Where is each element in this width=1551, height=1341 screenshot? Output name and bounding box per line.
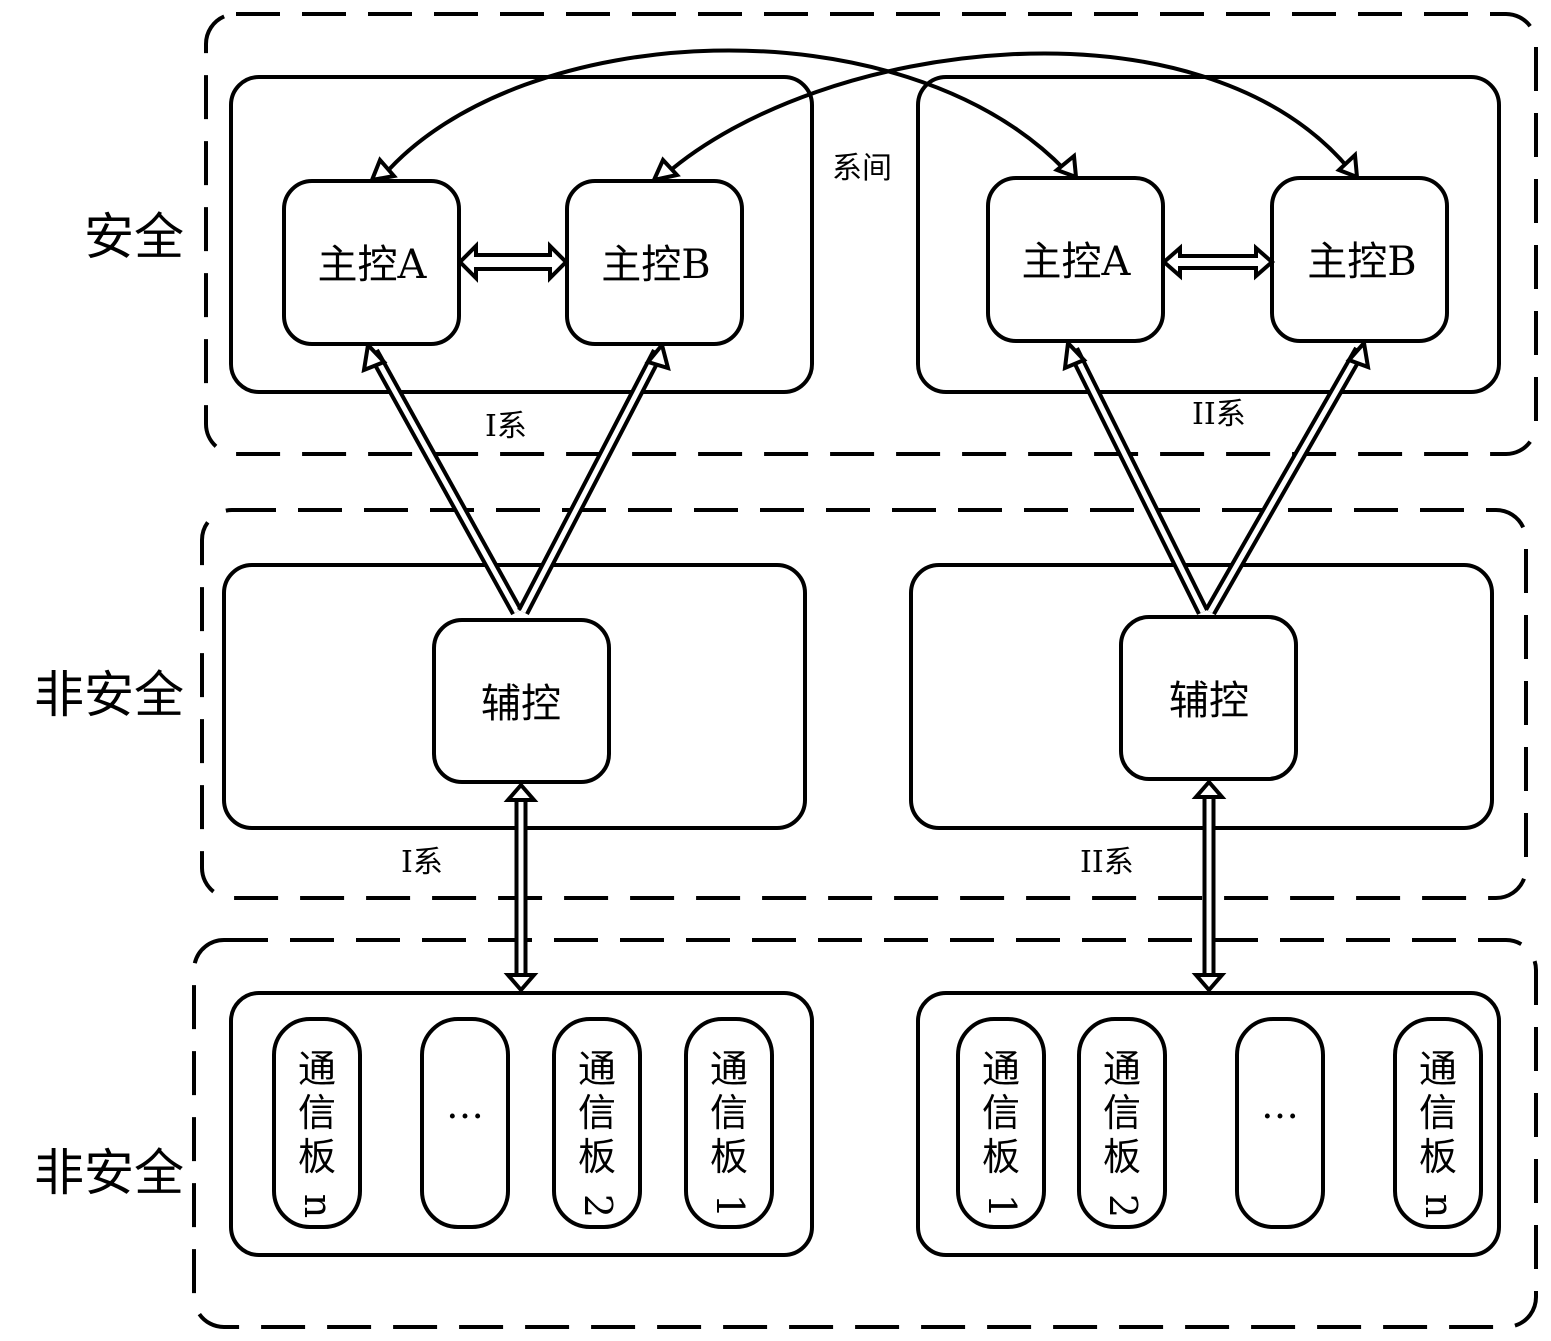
comm-board-label-char: 1 [708,1194,752,1218]
system-2-label-top: II系 [1192,397,1246,432]
system-1-main-a-label: 主控A [318,242,428,288]
comm-board-label-char: 通 [982,1047,1020,1091]
zone-label-safety: 安全 [84,208,184,266]
system-1-main-b-label: 主控B [601,242,710,288]
comm-board-ellipsis-label: … [1261,1083,1299,1127]
comm-board-label-char: 信 [578,1091,616,1135]
comm-board-label-char: 通 [1419,1047,1457,1091]
zone-label-non-safety-aux: 非安全 [34,666,184,724]
comm-board-label-char: 板 [578,1135,616,1179]
comm-board-label-char: 2 [576,1194,620,1218]
system-2-main-b-label: 主控B [1307,239,1416,285]
comm-board-label-char: 通 [298,1047,336,1091]
system-2-main-a-label: 主控A [1022,239,1132,285]
comm-board-label-char: 板 [298,1135,336,1179]
comm-board-label-char: 通 [578,1047,616,1091]
inter-system-label: 系间 [832,151,892,186]
comm-board-label-char: 板 [1103,1135,1141,1179]
comm-board-label-char: 2 [1101,1194,1145,1218]
comm-board-label-char: n [296,1194,340,1218]
comm-board-label-char: 板 [1419,1135,1457,1179]
comm-board-label-char: 信 [1103,1091,1141,1135]
comm-board-label-char: 板 [982,1135,1020,1179]
comm-board-label-char: 通 [1103,1047,1141,1091]
comm-board-label-char: 通 [710,1047,748,1091]
system-1-label-top: I系 [485,409,527,444]
system-2-label-mid: II系 [1080,845,1134,880]
system-2-aux-label: 辅控 [1169,678,1249,724]
zone-label-non-safety-comm: 非安全 [34,1144,184,1202]
comm-board-label-char: 信 [982,1091,1020,1135]
comm-board-ellipsis-label: … [446,1083,484,1127]
comm-board-label-char: 1 [980,1194,1024,1218]
comm-board-label-char: 信 [710,1091,748,1135]
system-1-aux-label: 辅控 [481,681,561,727]
comm-board-label-char: 信 [298,1091,336,1135]
comm-board-label-char: 板 [710,1135,748,1179]
system-1-label-mid: I系 [401,845,443,880]
comm-board-label-char: n [1417,1194,1461,1218]
comm-board-label-char: 信 [1419,1091,1457,1135]
